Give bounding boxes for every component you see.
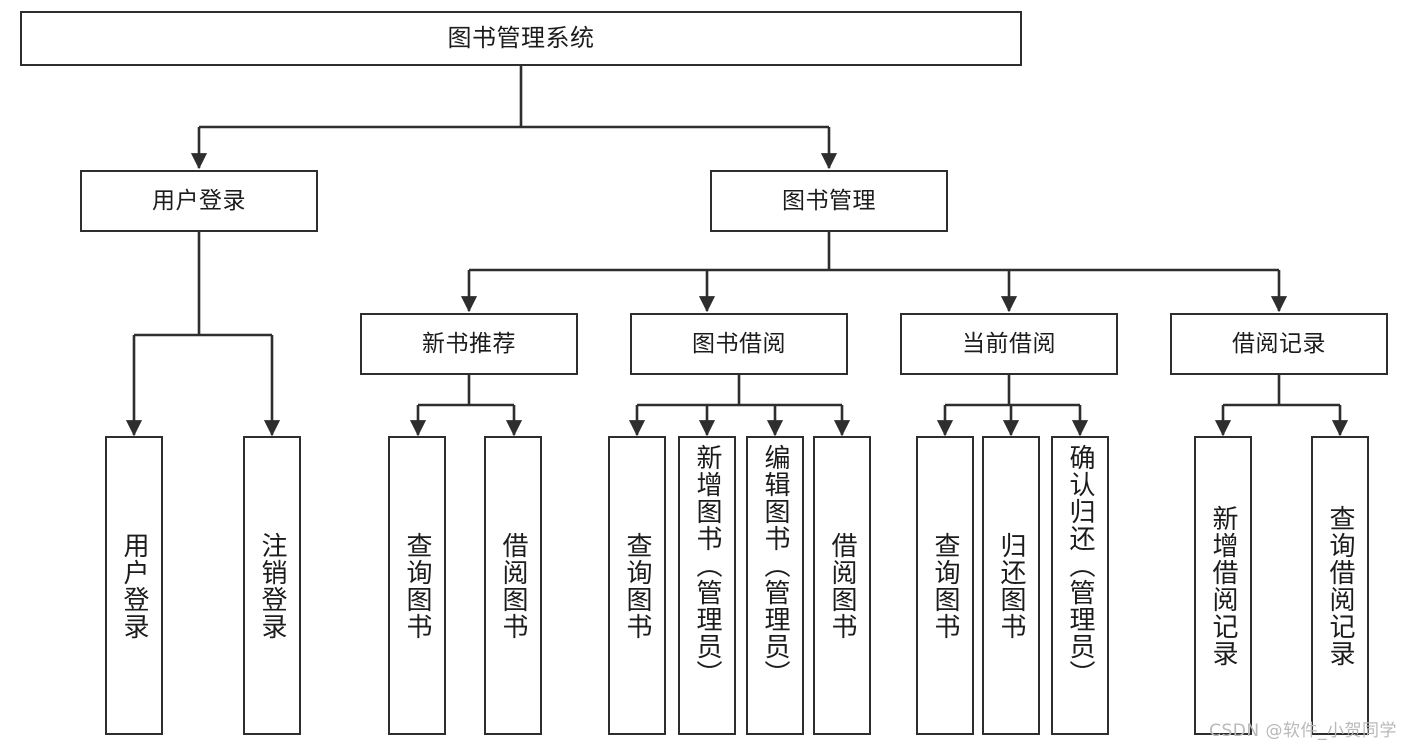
node-new-book-recommend[interactable]: 新书推荐 — [360, 313, 578, 375]
node-label: 确认归还（管理员） — [1065, 444, 1095, 687]
watermark-text: CSDN @软件_小贺同学 — [1209, 721, 1397, 741]
node-label: 用户登录 — [119, 531, 149, 640]
node-book-management[interactable]: 图书管理 — [710, 170, 948, 232]
node-label: 新增借阅记录 — [1208, 504, 1238, 667]
leaf-record-query-record[interactable]: 查询借阅记录 — [1311, 436, 1369, 735]
leaf-user-login-logout[interactable]: 注销登录 — [243, 436, 301, 735]
node-label: 借阅图书 — [498, 531, 528, 640]
leaf-record-add-record[interactable]: 新增借阅记录 — [1194, 436, 1252, 735]
node-label: 借阅记录 — [1232, 330, 1326, 357]
node-user-login[interactable]: 用户登录 — [80, 170, 318, 232]
leaf-user-login-login[interactable]: 用户登录 — [105, 436, 163, 735]
leaf-recommend-query-book[interactable]: 查询图书 — [388, 436, 446, 735]
leaf-current-query-book[interactable]: 查询图书 — [916, 436, 974, 735]
node-label: 当前借阅 — [962, 330, 1056, 357]
node-label: 图书借阅 — [692, 330, 786, 357]
node-current-borrow[interactable]: 当前借阅 — [900, 313, 1118, 375]
leaf-borrow-edit-book[interactable]: 编辑图书（管理员） — [746, 436, 804, 735]
leaf-borrow-query-book[interactable]: 查询图书 — [608, 436, 666, 735]
node-label: 新书推荐 — [422, 330, 516, 357]
node-label: 新增图书（管理员） — [692, 444, 722, 687]
node-label: 图书管理系统 — [447, 23, 595, 52]
node-label: 借阅图书 — [827, 531, 857, 640]
node-label: 注销登录 — [257, 531, 287, 640]
leaf-recommend-borrow-book[interactable]: 借阅图书 — [484, 436, 542, 735]
node-label: 查询图书 — [402, 531, 432, 640]
node-root-system[interactable]: 图书管理系统 — [20, 11, 1022, 66]
leaf-borrow-borrow-book[interactable]: 借阅图书 — [813, 436, 871, 735]
node-label: 查询借阅记录 — [1325, 504, 1355, 667]
node-label: 查询图书 — [622, 531, 652, 640]
node-label: 图书管理 — [782, 187, 876, 214]
node-label: 编辑图书（管理员） — [760, 444, 790, 687]
node-book-borrow[interactable]: 图书借阅 — [630, 313, 848, 375]
node-label: 用户登录 — [152, 187, 246, 214]
node-label: 归还图书 — [996, 531, 1026, 640]
node-borrow-record[interactable]: 借阅记录 — [1170, 313, 1388, 375]
leaf-current-confirm-return[interactable]: 确认归还（管理员） — [1051, 436, 1109, 735]
node-label: 查询图书 — [930, 531, 960, 640]
leaf-borrow-add-book[interactable]: 新增图书（管理员） — [678, 436, 736, 735]
leaf-current-return-book[interactable]: 归还图书 — [982, 436, 1040, 735]
